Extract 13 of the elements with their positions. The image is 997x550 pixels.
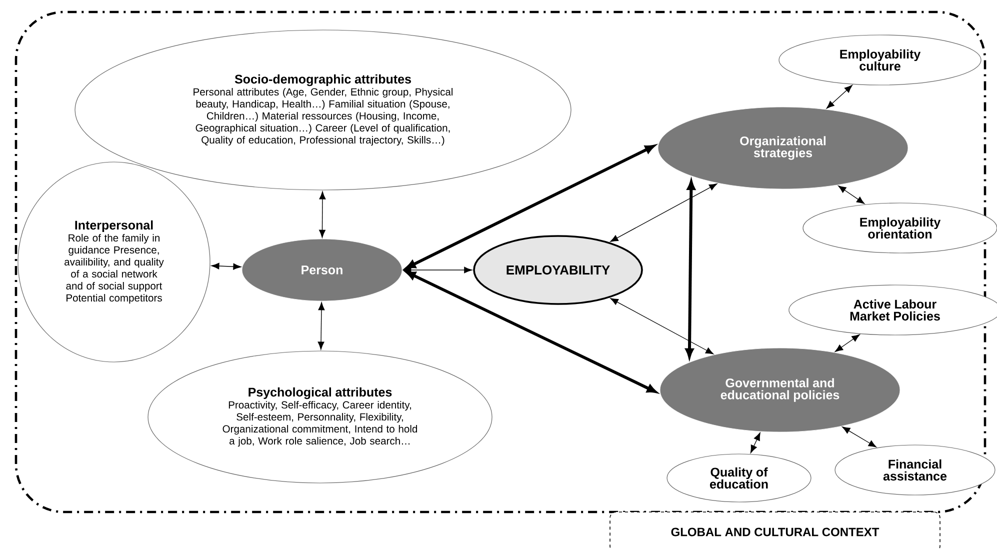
arrow bbox=[211, 262, 242, 270]
arrow bbox=[826, 84, 852, 109]
context-box: GLOBAL AND CULTURAL CONTEXT bbox=[610, 512, 940, 550]
node-label: Active Labour Market Policies bbox=[850, 299, 940, 321]
node-label: Financial assistance bbox=[883, 459, 947, 481]
arrow bbox=[319, 191, 326, 238]
arrow bbox=[834, 334, 860, 352]
arrow bbox=[842, 426, 876, 448]
node-label: GLOBAL AND CULTURAL CONTEXT bbox=[671, 528, 880, 536]
node-label: Employability orientation bbox=[860, 217, 941, 239]
arrow bbox=[750, 432, 760, 454]
arrow bbox=[318, 302, 325, 350]
arrow bbox=[838, 186, 865, 204]
